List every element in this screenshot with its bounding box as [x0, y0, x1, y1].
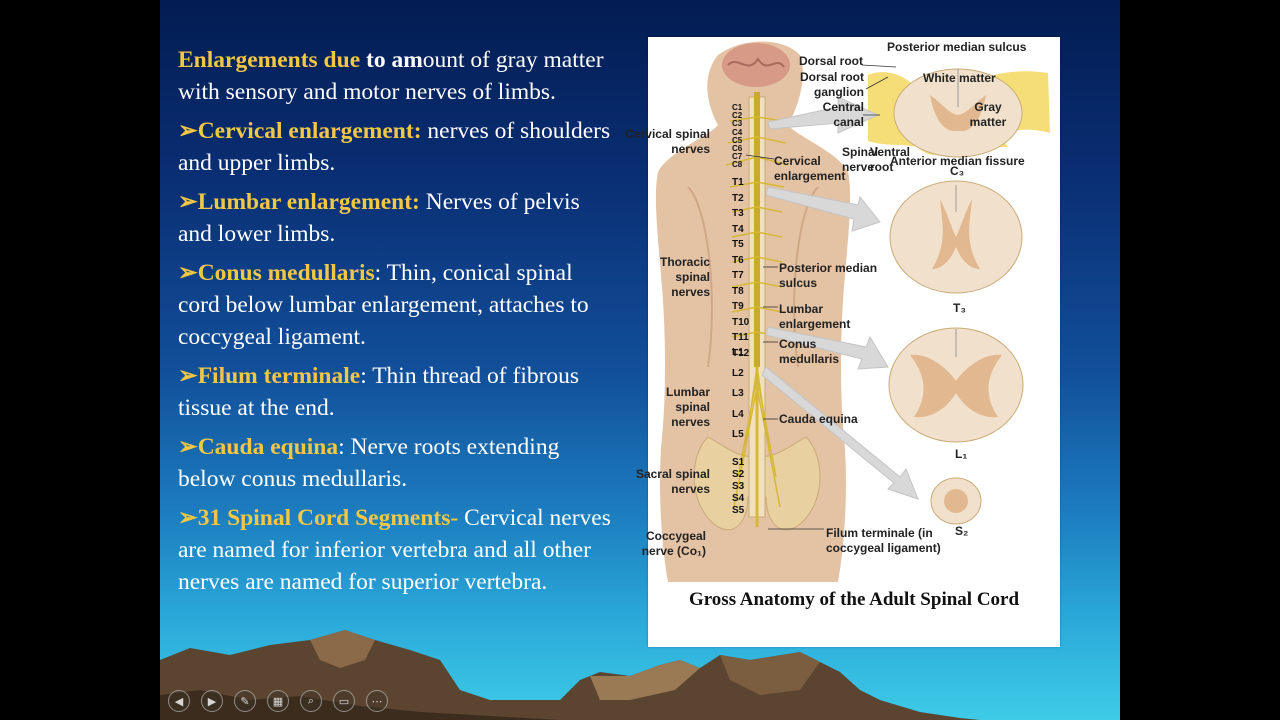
heading-lumbar: Lumbar enlargement: — [197, 189, 420, 215]
subtitles-icon[interactable]: ▭ — [333, 690, 355, 712]
vertebra-label-c5: C5 — [732, 135, 743, 145]
body-cervical: nerves of shoulders and upper limbs. — [178, 118, 611, 176]
heading-filum: Filum terminale — [197, 363, 361, 389]
vertebra-label-t9: T9 — [732, 301, 744, 312]
body-filum: : Thin thread of fibrous tissue at the e… — [178, 363, 580, 421]
previous-icon[interactable]: ◀ — [168, 690, 190, 712]
bullet-arrow-icon: ➢ — [178, 434, 198, 460]
vertebra-label-t6: T6 — [732, 254, 744, 266]
slides-icon[interactable]: ▦ — [267, 690, 289, 712]
label-sacral-spinal-nerves: Sacral spinal nerves — [635, 467, 710, 496]
bullet-arrow-icon: ➢ — [178, 363, 198, 389]
label-central-canal: Central canal — [822, 100, 864, 129]
pen-icon[interactable]: ✎ — [234, 690, 256, 712]
heading-enlargements: Enlargements due — [178, 47, 361, 73]
label-lumbar-spinal-nerves: Lumbar spinal nerves — [665, 385, 710, 429]
zoom-icon[interactable]: ⌕ — [300, 690, 322, 712]
label-posterior-median-sulcus: Posterior median sulcus — [779, 261, 878, 290]
section-label-s2: S₂ — [955, 524, 969, 538]
vertebra-label-l5: L5 — [732, 429, 744, 440]
vertebra-label-c2: C2 — [732, 111, 743, 121]
vertebra-label-s2: S2 — [732, 469, 745, 480]
mountain-landscape — [160, 630, 980, 720]
body-conus: : Thin, conical spinal cord below lumbar… — [178, 260, 589, 350]
heading-continuation: to am — [360, 47, 423, 73]
vertebra-label-l1: L1 — [732, 347, 744, 358]
label-thoracic-spinal-nerves: Thoracic spinal nerves — [659, 255, 710, 299]
anatomy-illustration — [655, 41, 1050, 582]
vertebra-label-t8: T8 — [732, 285, 744, 297]
vertebra-label-c6: C6 — [732, 144, 743, 153]
heading-cervical: Cervical enlargement: — [197, 118, 422, 144]
paragraph-segments: ➢31 Spinal Cord Segments- Cervical nerve… — [178, 502, 618, 598]
vertebra-label-t1: T1 — [732, 177, 744, 188]
vertebra-label-s4: S4 — [732, 493, 745, 504]
section-label-c3: C₃ — [950, 164, 965, 178]
label-cervical-spinal-nerves: Cervical spinal nerves — [625, 127, 710, 156]
bullet-arrow-icon: ➢ — [178, 118, 198, 144]
body-segments: Cervical nerves are named for inferior v… — [178, 505, 611, 595]
vertebra-label-l2: L2 — [732, 367, 744, 379]
vertebra-label-t3: T3 — [732, 208, 744, 219]
label-dorsal-root-ganglion: Dorsal root ganglion — [799, 70, 864, 99]
label-posterior-median-sulcus-top: Posterior median sulcus — [887, 40, 1027, 54]
paragraph-cauda: ➢Cauda equina: Nerve roots extending bel… — [178, 431, 618, 495]
paragraph-cervical: ➢Cervical enlargement: nerves of shoulde… — [178, 115, 618, 179]
vertebra-label-c3: C3 — [732, 119, 743, 129]
label-anterior-median-fissure: Anterior median fissure — [890, 154, 1025, 168]
vertebra-label-s1: S1 — [732, 457, 745, 468]
heading-segments: 31 Spinal Cord Segments- — [197, 505, 459, 531]
label-conus-medullaris: Conus medullaris — [779, 337, 840, 366]
section-label-t3: T₃ — [953, 301, 966, 315]
slide-text: Enlargements due to amount of gray matte… — [178, 44, 618, 605]
section-label-l1: L₁ — [955, 447, 968, 461]
label-cervical-enlargement: Cervical enlargement — [774, 154, 846, 183]
paragraph-lumbar: ➢Lumbar enlargement: Nerves of pelvis an… — [178, 186, 618, 250]
heading-conus: Conus medullaris — [197, 260, 375, 286]
body-cauda: : Nerve roots extending below conus medu… — [178, 434, 560, 492]
vertebra-label-t4: T4 — [732, 223, 744, 235]
paragraph-filum: ➢Filum terminale: Thin thread of fibrous… — [178, 360, 618, 424]
more-icon[interactable]: ⋯ — [366, 690, 388, 712]
vertebra-label-c7: C7 — [732, 152, 743, 162]
bullet-arrow-icon: ➢ — [178, 260, 198, 286]
next-icon[interactable]: ▶ — [201, 690, 223, 712]
vertebra-label-s5: S5 — [732, 505, 745, 516]
slide: Enlargements due to amount of gray matte… — [160, 0, 1120, 720]
vertebra-label-c8: C8 — [732, 160, 743, 170]
label-filum-terminale: Filum terminale (in coccygeal ligament) — [826, 526, 941, 555]
vertebra-label-l4: L4 — [732, 408, 744, 420]
bullet-arrow-icon: ➢ — [178, 189, 198, 215]
label-gray-matter: Gray matter — [969, 100, 1007, 129]
body-enlargements: ount of gray matter with sensory and mot… — [178, 47, 604, 105]
vertebra-label-t2: T2 — [732, 192, 744, 204]
paragraph-enlargements: Enlargements due to amount of gray matte… — [178, 44, 618, 108]
bullet-arrow-icon: ➢ — [178, 505, 198, 531]
label-coccygeal-nerve: Coccygeal nerve (Co₁) — [641, 529, 706, 558]
vertebra-label-s3: S3 — [732, 481, 745, 492]
label-cauda-equina: Cauda equina — [779, 412, 858, 426]
label-white-matter: White matter — [923, 71, 996, 85]
spinal-cord-figure: Posterior median sulcus Dorsal root Dors… — [625, 37, 1060, 647]
vertebra-label-t7: T7 — [732, 270, 744, 281]
label-dorsal-root: Dorsal root — [799, 54, 864, 68]
presentation-toolbar: ◀ ▶ ✎ ▦ ⌕ ▭ ⋯ — [168, 690, 388, 714]
body-lumbar: Nerves of pelvis and lower limbs. — [178, 189, 580, 247]
label-spinal-nerve: Spinal nerve — [842, 145, 879, 174]
paragraph-conus: ➢Conus medullaris: Thin, conical spinal … — [178, 257, 618, 353]
vertebra-label-c4: C4 — [732, 127, 743, 137]
figure-caption: Gross Anatomy of the Adult Spinal Cord — [688, 589, 1020, 610]
heading-cauda: Cauda equina — [197, 434, 339, 460]
vertebra-label-t11: T11 — [732, 332, 749, 343]
label-ventral-root: Ventral root — [870, 145, 911, 174]
vertebra-label-l3: L3 — [732, 388, 744, 399]
vertebra-label-c1: C1 — [732, 103, 743, 112]
vertebra-label-t12: T12 — [732, 347, 750, 359]
vertebra-label-t10: T10 — [732, 316, 750, 328]
vertebra-label-t5: T5 — [732, 239, 744, 250]
label-lumbar-enlargement: Lumbar enlargement — [779, 302, 851, 331]
